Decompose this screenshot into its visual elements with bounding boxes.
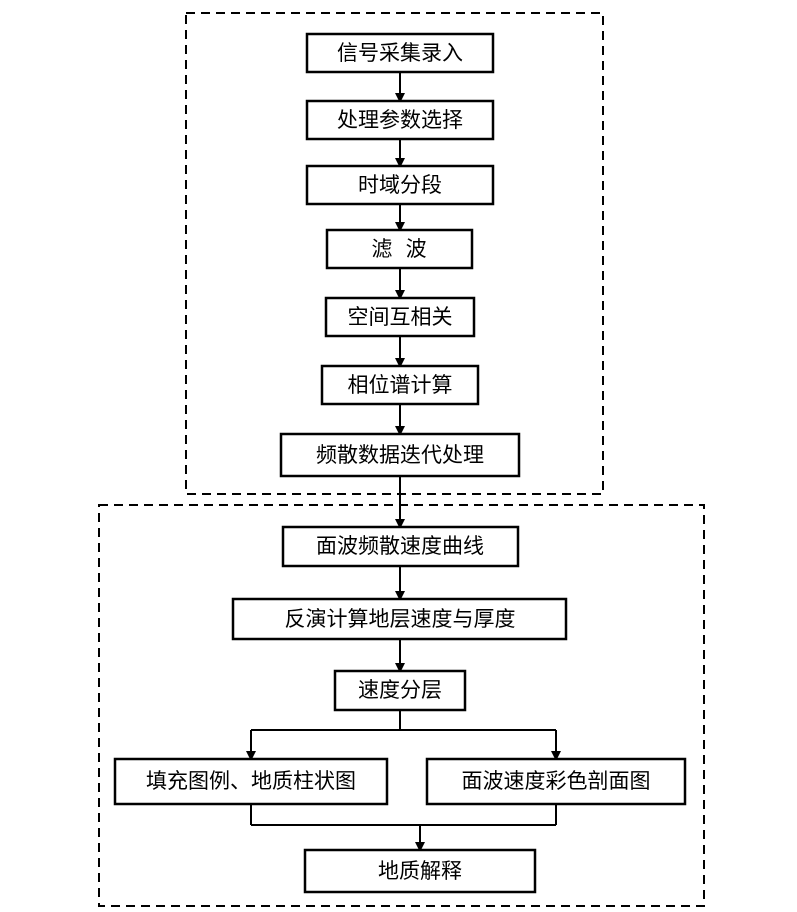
node-param-select-label: 处理参数选择 <box>337 108 463 132</box>
node-cross-correlation-label: 空间互相关 <box>348 305 453 329</box>
node-legend-column: 填充图例、地质柱状图 <box>113 757 389 806</box>
node-color-profile: 面波速度彩色剖面图 <box>425 757 687 806</box>
node-phase-spectrum: 相位谱计算 <box>320 364 480 406</box>
node-time-segment: 时域分段 <box>305 164 495 206</box>
node-dispersion-iteration: 频散数据迭代处理 <box>279 432 521 478</box>
node-cross-correlation: 空间互相关 <box>324 296 476 338</box>
node-velocity-layering-label: 速度分层 <box>358 678 442 702</box>
node-inversion: 反演计算地层速度与厚度 <box>231 597 568 641</box>
node-filter-label: 滤 波 <box>371 237 426 261</box>
node-dispersion-curve: 面波频散速度曲线 <box>281 525 520 568</box>
node-legend-column-label: 填充图例、地质柱状图 <box>146 769 356 793</box>
node-dispersion-curve-label: 面波频散速度曲线 <box>316 534 484 558</box>
node-inversion-label: 反演计算地层速度与厚度 <box>285 607 516 631</box>
node-color-profile-label: 面波速度彩色剖面图 <box>462 769 651 793</box>
analysis-group-frame <box>98 504 705 907</box>
node-phase-spectrum-label: 相位谱计算 <box>348 373 453 397</box>
node-time-segment-label: 时域分段 <box>358 173 442 197</box>
node-dispersion-iteration-label: 频散数据迭代处理 <box>316 443 484 467</box>
node-param-select: 处理参数选择 <box>305 99 495 141</box>
node-velocity-layering: 速度分层 <box>333 669 467 712</box>
node-interpretation-label: 地质解释 <box>378 859 462 883</box>
node-filter: 滤 波 <box>325 228 474 270</box>
node-interpretation: 地质解释 <box>303 848 537 894</box>
node-signal-capture: 信号采集录入 <box>305 32 495 74</box>
node-signal-capture-label: 信号采集录入 <box>337 41 463 65</box>
